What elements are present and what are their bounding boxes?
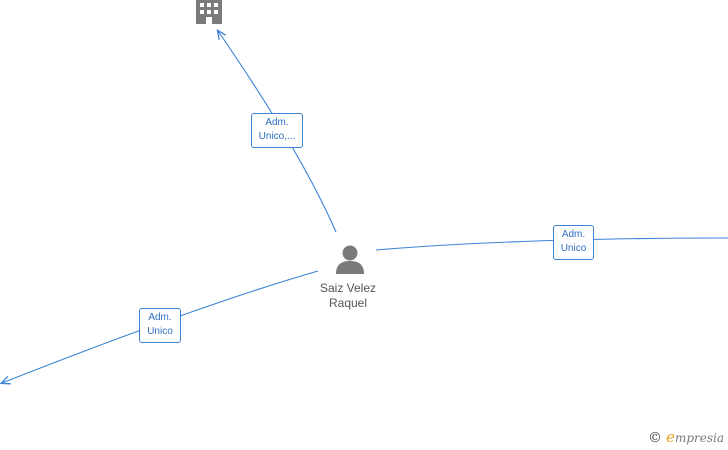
copyright-symbol: © bbox=[648, 430, 663, 446]
edge-label-left-line1: Adm. bbox=[148, 312, 172, 323]
edge-label-right[interactable]: Adm. Unico bbox=[553, 225, 594, 260]
person-name[interactable]: Saiz Velez Raquel bbox=[300, 281, 396, 311]
person-name-line1: Saiz Velez bbox=[319, 281, 377, 295]
edge-right[interactable] bbox=[375, 237, 728, 251]
edge-label-right-line1: Adm. bbox=[561, 229, 586, 240]
brand-watermark: ©empresia bbox=[648, 428, 724, 446]
brand-initial: e bbox=[666, 428, 675, 446]
person-name-line2: Raquel bbox=[328, 296, 368, 310]
building-icon[interactable] bbox=[196, 0, 222, 24]
edge-label-top-line1: Adm. bbox=[265, 117, 289, 128]
brand-name: mpresia bbox=[674, 431, 724, 445]
edge-label-top[interactable]: Adm. Unico,... bbox=[251, 113, 303, 148]
edge-label-right-line2: Unico bbox=[560, 243, 587, 254]
edge-label-left-line2: Unico bbox=[147, 326, 173, 337]
edge-label-left[interactable]: Adm. Unico bbox=[139, 308, 181, 343]
edge-label-top-line2: Unico,... bbox=[258, 131, 296, 142]
person-icon[interactable] bbox=[336, 245, 364, 275]
